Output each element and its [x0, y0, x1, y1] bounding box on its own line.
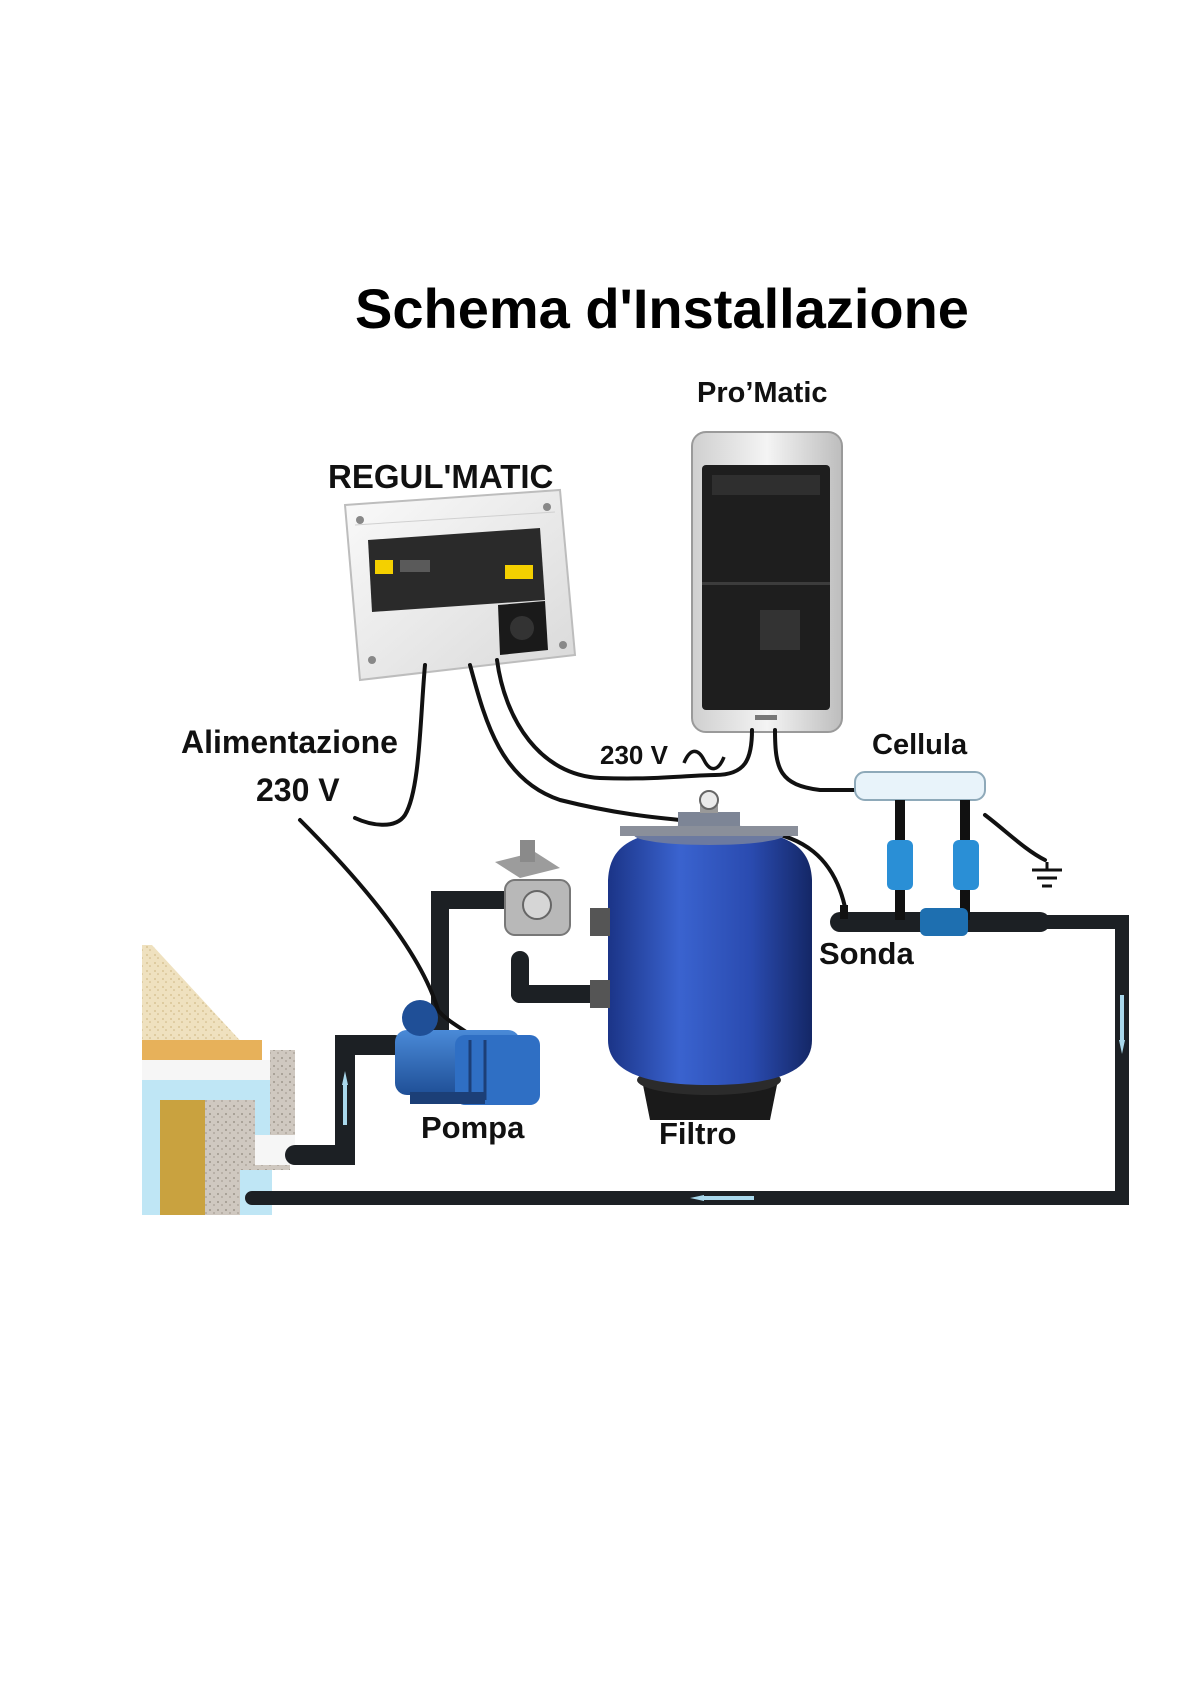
page-title: Schema d'Installazione [355, 276, 969, 341]
label-cellula: Cellula [872, 729, 967, 762]
label-ac-link: 230 V [600, 740, 668, 771]
label-pompa: Pompa [421, 1110, 524, 1146]
pump [395, 1000, 540, 1105]
promatic-panel [692, 432, 842, 732]
label-regulmatic: REGUL'MATIC [328, 458, 553, 496]
pool-edge [142, 945, 295, 1215]
multiport-valve [495, 840, 570, 935]
label-alimentazione: Alimentazione [181, 724, 398, 761]
probe-sonda [840, 905, 848, 919]
label-promatic: Pro’Matic [697, 377, 828, 410]
ac-wave-icon [684, 751, 724, 768]
label-filtro: Filtro [659, 1116, 737, 1152]
label-sonda: Sonda [819, 936, 914, 972]
label-alimentazione-voltage: 230 V [256, 772, 340, 809]
ground-icon [1032, 862, 1062, 886]
electrolysis-cell [855, 772, 985, 936]
filter-tank [590, 791, 812, 1120]
regulmatic-box [345, 490, 575, 680]
